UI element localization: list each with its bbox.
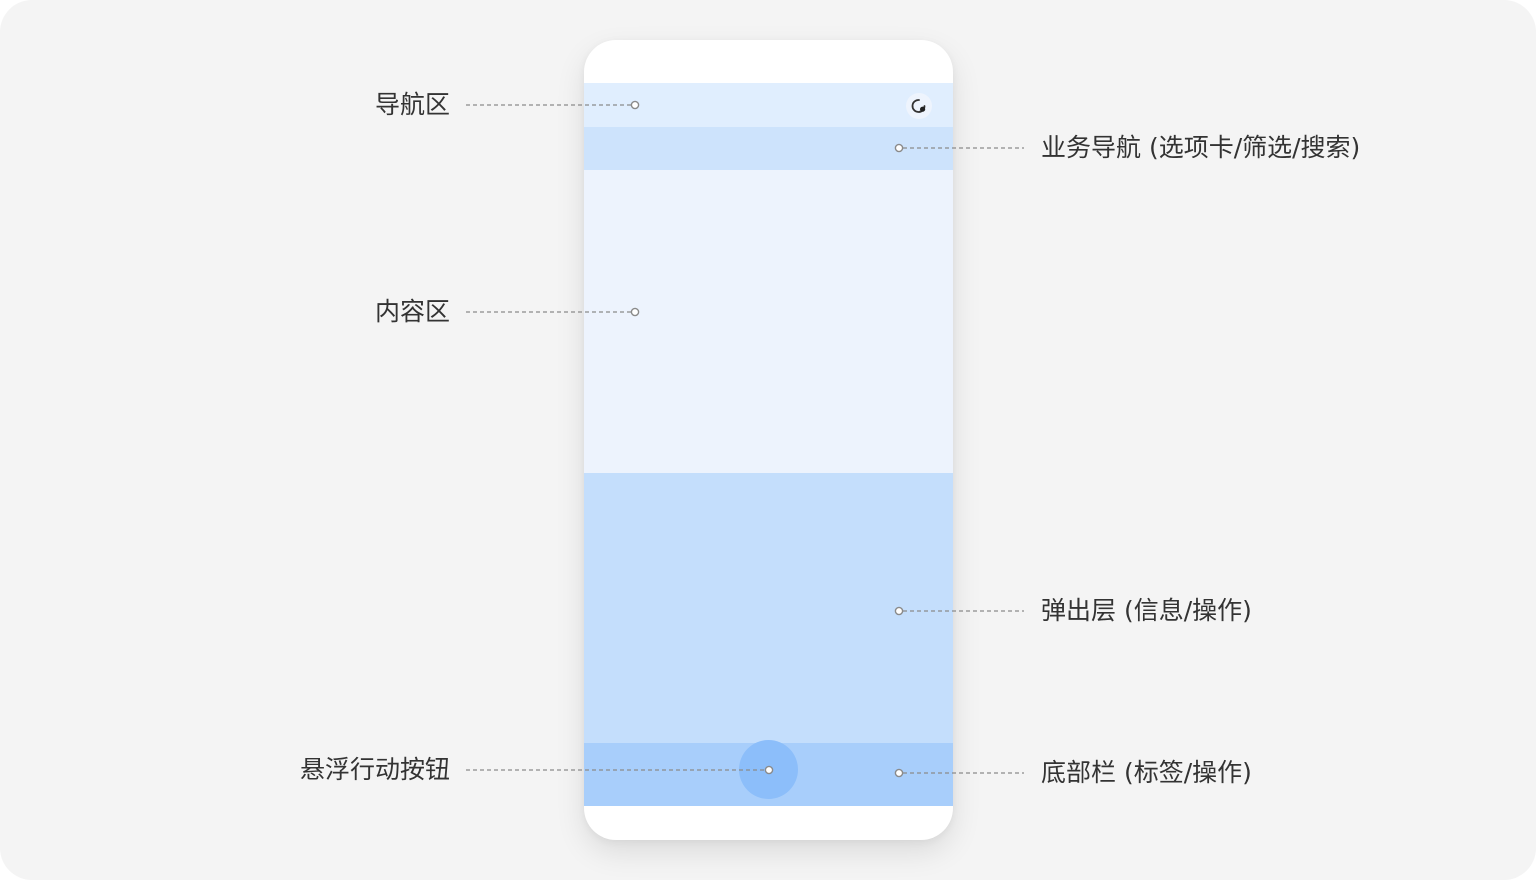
leader-fab <box>466 765 774 775</box>
leader-nav-area <box>466 100 640 110</box>
leader-business-nav <box>894 143 1024 153</box>
label-nav-area: 导航区 <box>374 90 450 119</box>
label-content-area: 内容区 <box>374 297 450 326</box>
popup-layer <box>584 473 953 743</box>
label-bottom-bar: 底部栏 (标签/操作) <box>1041 758 1252 787</box>
content-area <box>584 170 953 473</box>
leader-bottom-bar <box>894 768 1024 778</box>
label-business-nav: 业务导航 (选项卡/筛选/搜索) <box>1041 133 1361 162</box>
nav-area <box>584 83 953 127</box>
label-popup-layer: 弹出层 (信息/操作) <box>1041 596 1252 625</box>
leader-content-area <box>466 307 640 317</box>
more-circle-icon <box>906 93 932 119</box>
phone-mockup <box>584 40 953 840</box>
business-nav-area <box>584 127 953 170</box>
label-fab: 悬浮行动按钮 <box>299 755 450 784</box>
leader-popup-layer <box>894 606 1024 616</box>
